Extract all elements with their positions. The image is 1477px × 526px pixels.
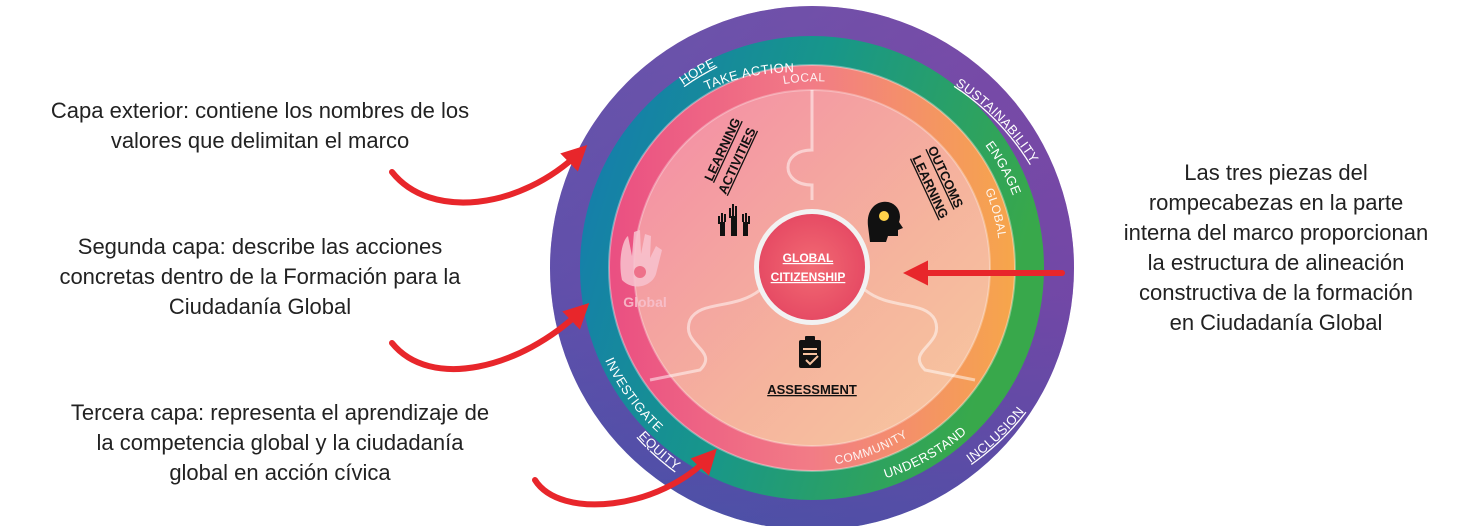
note-line: Ciudadanía Global [168,294,352,319]
arrow-second [389,302,590,373]
note-line: en Ciudadanía Global [1169,310,1383,335]
center-label-line1: GLOBAL [783,251,834,265]
note-line: rompecabezas en la parte [1148,190,1404,215]
note-line: Capa exterior: contiene los nombres de l… [50,98,470,123]
arrow-third [532,448,717,508]
be-global-logo: Global [620,230,667,310]
note-outer-layer: Capa exterior: contiene los nombres de l… [0,96,520,156]
note-line: valores que delimitan el marco [110,128,410,153]
clipboard-check-icon [799,336,821,368]
assessment-piece: ASSESSMENT [767,336,857,397]
note-line: la estructura de alineación [1147,250,1405,275]
note-line: concretas dentro de la Formación para la [59,264,461,289]
note-line: constructiva de la formación [1139,280,1413,305]
logo-text: Global [623,294,667,310]
arrow-outer [389,144,588,206]
note-line: la competencia global y la ciudadanía [96,430,464,455]
note-line: global en acción cívica [169,460,391,485]
center-badge: GLOBAL CITIZENSHIP [754,209,870,325]
note-line: interna del marco proporcionan [1123,220,1429,245]
callout-arrows [389,144,1065,508]
note-puzzle-pieces: Las tres piezas del rompecabezas en la p… [1075,158,1477,338]
note-second-layer: Segunda capa: describe las acciones conc… [0,232,520,322]
raised-hands-icon [718,204,750,236]
note-line: Tercera capa: representa el aprendizaje … [70,400,490,425]
note-third-layer: Tercera capa: representa el aprendizaje … [20,398,540,488]
scope-local: LOCAL [782,70,826,87]
head-lightbulb-icon [867,201,903,242]
center-label-line2: CITIZENSHIP [771,270,846,284]
note-line: Segunda capa: describe las acciones [77,234,443,259]
assessment-label: ASSESSMENT [767,382,857,397]
note-line: Las tres piezas del [1184,160,1368,185]
